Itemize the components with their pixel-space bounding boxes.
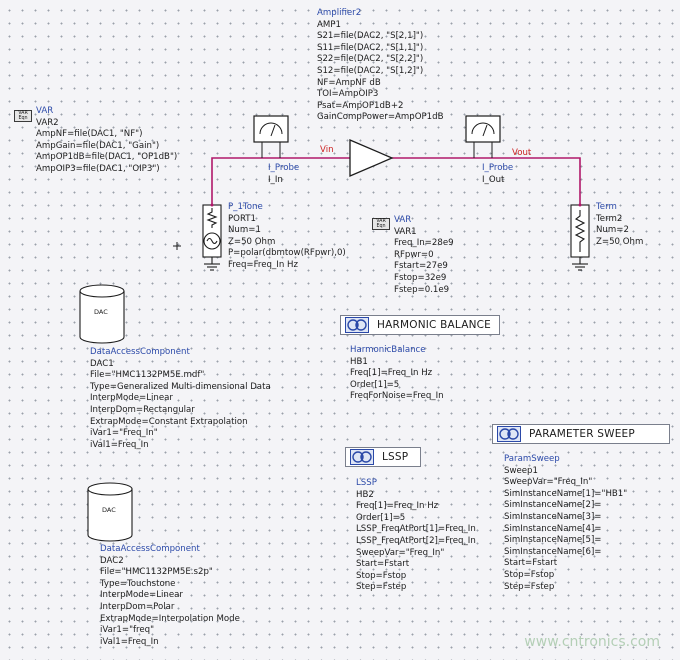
port-source-icon	[202, 204, 222, 271]
probe-in-icon	[253, 115, 289, 158]
lssp-label: LSSP	[382, 451, 409, 463]
dac2-params[interactable]: DataAccessComponent DAC2 File="HMC1132PM…	[100, 544, 240, 647]
term-resistor-icon	[570, 204, 590, 271]
amplifier-params[interactable]: Amplifier2 AMP1 S21=file(DAC2, "S[2,1]")…	[317, 8, 444, 123]
cursor-cross-icon	[173, 242, 181, 250]
parameter-sweep-controller[interactable]: PARAMETER SWEEP	[492, 424, 670, 444]
dac2-cylinder-icon	[87, 482, 133, 542]
lssp-controller[interactable]: LSSP	[345, 447, 421, 467]
lssp-params[interactable]: LSSP HB2 Freq[1]=Freq_In Hz Order[1]=5 L…	[356, 478, 476, 593]
sweep-params[interactable]: ParamSweep Sweep1 SweepVar="Freq_In" Sim…	[504, 454, 628, 592]
var1-block[interactable]: VAR VAR1 Freq_In=28e9 RFpwr=0 Fstart=27e…	[394, 215, 454, 295]
net-wires	[211, 157, 581, 205]
wire-vout	[392, 157, 581, 205]
probe-out-icon	[465, 115, 501, 158]
term2-params[interactable]: Term Term2 Num=2 Z=50 Ohm	[596, 202, 644, 247]
simulation-controller-icon	[343, 316, 371, 334]
dac2-icon-label: DAC	[102, 506, 116, 514]
watermark: www.cntronics.com	[524, 634, 660, 650]
dac1-params[interactable]: DataAccessComponent DAC1 File="HMC1132PM…	[90, 347, 271, 450]
wire-vin	[211, 157, 350, 205]
harmonic-balance-label: HARMONIC BALANCE	[377, 319, 491, 331]
port1-params[interactable]: P_1Tone PORT1 Num=1 Z=50 Ohm P=polar(dbm…	[228, 202, 346, 270]
parameter-sweep-label: PARAMETER SWEEP	[529, 428, 635, 440]
lssp-controller-icon	[348, 448, 376, 466]
harmonic-balance-controller[interactable]: HARMONIC BALANCE	[340, 315, 500, 335]
amplifier-icon	[349, 139, 394, 177]
dac1-cylinder-icon	[79, 284, 125, 344]
probe-in-label[interactable]: I_Probe I_In	[268, 163, 300, 185]
wire-label-vin: Vin	[320, 145, 334, 155]
hb-params[interactable]: HarmonicBalance HB1 Freq[1]=Freq_In Hz O…	[350, 345, 444, 402]
wire-label-vout: Vout	[512, 148, 532, 158]
dac1-icon-label: DAC	[94, 308, 108, 316]
var2-block[interactable]: VAR VAR2 AmpNF=file(DAC1, "NF") AmpGain=…	[36, 106, 178, 174]
probe-out-label[interactable]: I_Probe I_Out	[482, 163, 514, 185]
sweep-controller-icon	[495, 425, 523, 443]
